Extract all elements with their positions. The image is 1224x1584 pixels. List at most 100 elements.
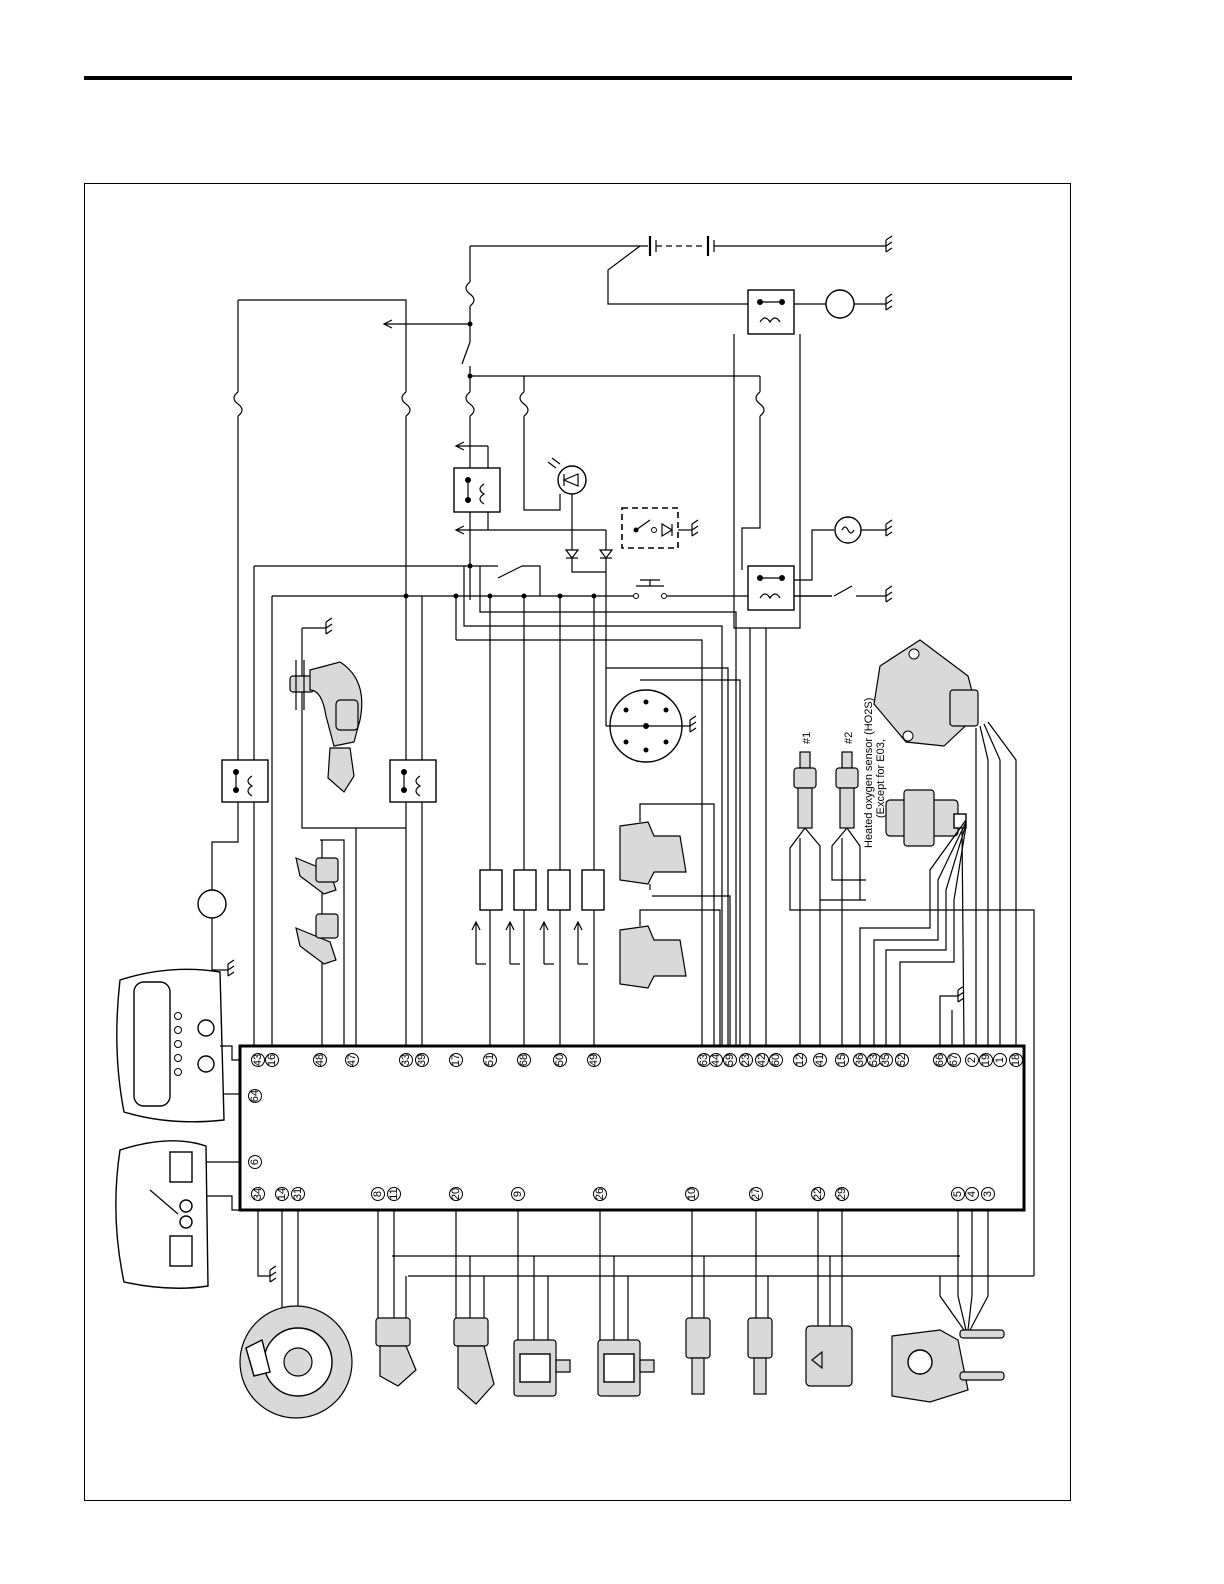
ecm-pin-label: 8	[372, 1191, 384, 1197]
ecm-pin-label: 3	[982, 1191, 994, 1197]
ecm-pin-label: 15	[836, 1054, 848, 1066]
ecm-pin: 16	[266, 1054, 279, 1067]
ecm-pin-label: 52	[896, 1054, 908, 1066]
ecm-pin-label: 11	[388, 1188, 400, 1199]
ecm-pin: 15	[836, 1054, 849, 1067]
ecm-pin: 6	[249, 1156, 262, 1169]
ecm-pin: 27	[750, 1188, 763, 1201]
push-button-switch	[634, 580, 833, 599]
ecm-pin: 33	[400, 1054, 413, 1067]
warning-lamp	[548, 458, 606, 572]
ecm-pin: 9	[512, 1188, 525, 1201]
ecm-pin: 63	[698, 1054, 711, 1067]
ecm-pin: 36	[854, 1054, 867, 1067]
ecm-pin-label: 43	[252, 1054, 264, 1066]
ecm-pin-label: 48	[314, 1054, 326, 1066]
ecm-pin: 39	[416, 1054, 429, 1067]
ecm-pin-label: 17	[450, 1054, 462, 1066]
ecm-pin: 1	[994, 1054, 1007, 1067]
ecm-pin: 8	[372, 1188, 385, 1201]
ecm-pin: 11	[388, 1188, 401, 1201]
generator-stator	[240, 1306, 352, 1418]
ecm-pin-label: 27	[750, 1188, 762, 1200]
ecm-pin-label: 44	[710, 1054, 722, 1066]
ecm-pin: 12	[794, 1054, 807, 1067]
secondary-relay	[748, 530, 892, 610]
ecm-pin: 43	[252, 1054, 265, 1067]
ecm-pin-label: 34	[252, 1188, 264, 1200]
ecm-pin-label: 4	[966, 1191, 978, 1197]
ecm-box	[240, 1046, 1024, 1210]
ecm-pin: 67	[948, 1054, 961, 1067]
injectors	[296, 828, 356, 1046]
map-sensor-2	[598, 1340, 654, 1396]
stepper-valve	[892, 1330, 1004, 1402]
right-sensor-block	[860, 790, 966, 1046]
ckp-sensor	[376, 1318, 416, 1386]
ecm-pin: 51	[484, 1054, 497, 1067]
ecm-pin-label: 67	[948, 1054, 960, 1066]
ecm-pin-label: 47	[346, 1054, 358, 1066]
ecm-pin: 10	[686, 1188, 699, 1201]
ecm-pin: 23	[740, 1054, 753, 1067]
ecm-pin: 14	[276, 1188, 289, 1201]
ecm-pin: 68	[518, 1054, 531, 1067]
ho2s-caption-line1: Heated oxygen sensor (HO2S)	[863, 698, 875, 848]
ecm-pin: 18	[1010, 1054, 1023, 1067]
ecm-pin-label: 60	[770, 1054, 782, 1066]
ecm-pin-label: 6	[249, 1159, 261, 1165]
throttle-assembly	[290, 618, 362, 792]
ecm-pin-label: 33	[400, 1054, 412, 1066]
instrument-cluster-lower	[116, 1141, 240, 1288]
ecm-pin: 22	[812, 1188, 825, 1201]
ecm-pin-label: 19	[980, 1054, 992, 1066]
indicator-lamp-right	[835, 517, 892, 543]
bottom-harness	[258, 1210, 1034, 1340]
left-relay	[198, 760, 268, 976]
ecm-pin: 3	[982, 1188, 995, 1201]
map-sensor-1	[514, 1340, 570, 1396]
ecm-pin: 29	[836, 1188, 849, 1201]
ho2s-2-label: #2	[843, 732, 855, 744]
ecm-pin-label: 29	[836, 1188, 848, 1200]
ecm-pin: 42	[756, 1054, 769, 1067]
ecm-pin-label: 63	[698, 1054, 710, 1066]
ecm-pin-label: 35	[880, 1054, 892, 1066]
ecm-pin-label: 12	[794, 1054, 806, 1066]
instrument-cluster-upper	[117, 969, 240, 1121]
right-fuse	[742, 376, 764, 570]
ecm-pin: 53	[868, 1054, 881, 1067]
ecm-pin-label: 16	[266, 1054, 278, 1066]
ecm-pin: 19	[980, 1054, 993, 1067]
ecm-pin: 59	[724, 1054, 737, 1067]
ecm-pin-label: 23	[740, 1054, 752, 1066]
ecm-pin-label: 53	[868, 1054, 880, 1066]
ecm-pin: 44	[710, 1054, 723, 1067]
ecm-pin: 52	[896, 1054, 909, 1067]
ecm-pin-label: 68	[518, 1054, 530, 1066]
ecm-pin-label: 9	[512, 1191, 524, 1197]
ecm-pin-label: 22	[812, 1188, 824, 1200]
ecm-pin: 31	[292, 1188, 305, 1201]
ecm-pin: 17	[450, 1054, 463, 1067]
ecm-pin: 35	[880, 1054, 893, 1067]
ect-sensor	[748, 1318, 772, 1394]
ecm-pin: 66	[934, 1054, 947, 1067]
ecm-pin-label: 5	[952, 1191, 964, 1197]
tilt-sensor	[806, 1326, 852, 1386]
ignition-coils	[472, 870, 604, 1046]
ecm-pin-label: 59	[724, 1054, 736, 1066]
ecm-pin-label: 2	[966, 1057, 978, 1063]
ho2s-1-label: #1	[801, 732, 813, 744]
iat-sensor	[686, 1318, 710, 1394]
ecm-pin-label: 66	[934, 1054, 946, 1066]
ecm-pin-label: 31	[292, 1188, 304, 1200]
ecm-pin-label: 14	[276, 1188, 288, 1200]
ecm-pin-label: 41	[814, 1054, 826, 1066]
ecm-pin: 50	[554, 1054, 567, 1067]
ground-symbol	[886, 236, 892, 252]
solenoid-valves	[620, 804, 730, 1046]
ecm-pin: 2	[966, 1054, 979, 1067]
ecm-pin-label: 50	[554, 1054, 566, 1066]
ecm-pin: 47	[346, 1054, 359, 1067]
